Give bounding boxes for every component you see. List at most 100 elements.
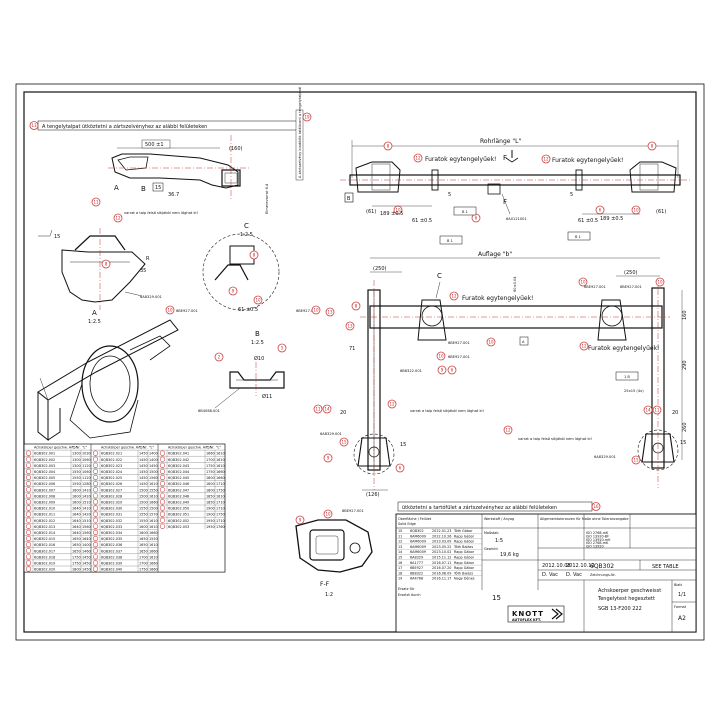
- table-cell: 6QB302.002: [34, 458, 55, 462]
- svg-text:ütköztetni a tartófület a zárt: ütköztetni a tartófület a zártszelvényhe…: [402, 504, 557, 511]
- table-cell: 6QB302.027: [101, 488, 122, 492]
- table-cell: 1450: [139, 452, 148, 456]
- table-cell: 1120: [82, 464, 91, 468]
- svg-text:15: 15: [492, 594, 501, 602]
- svg-text:Furatok egytengelyűek!: Furatok egytengelyűek!: [552, 157, 623, 164]
- svg-text:Solid Edge: Solid Edge: [398, 522, 416, 526]
- svg-text:Werkstoff / Anyag: Werkstoff / Anyag: [484, 517, 514, 521]
- table-cell: 6QB302.042: [168, 458, 189, 462]
- svg-text:6BE927.001: 6BE927.001: [176, 309, 198, 313]
- table-cell: 6QB302.004: [34, 470, 55, 474]
- table-cell: 1550: [72, 476, 81, 480]
- svg-text:6BE927.001: 6BE927.001: [342, 509, 364, 513]
- svg-text:189 ±0.5: 189 ±0.5: [600, 216, 623, 222]
- revision-cell: 13: [398, 545, 402, 549]
- revision-cell: Nagy Dénes: [454, 577, 475, 581]
- svg-text:varrat a talp felső síkjából n: varrat a talp felső síkjából nem lóghat …: [518, 437, 592, 441]
- svg-text:10: 10: [580, 280, 586, 285]
- revision-cell: 14: [398, 550, 402, 554]
- table-cell: 6QB302.013: [34, 525, 55, 529]
- parts-table: Achskörper geschw. Art. Nr."b""L"6QB302.…: [23, 443, 226, 573]
- table-cell: 1640: [72, 525, 81, 529]
- svg-text:2012.10.08: 2012.10.08: [542, 563, 571, 569]
- revision-cell: Rapp Gábor: [454, 534, 475, 538]
- revision-cell: 6AM6009: [410, 550, 426, 554]
- svg-text:6: 6: [599, 208, 602, 213]
- svg-text:D. Vac: D. Vac: [542, 572, 558, 578]
- table-cell: 1450: [82, 555, 91, 559]
- svg-text:KNOTT: KNOTT: [512, 610, 544, 618]
- table-cell: 1560: [82, 525, 91, 529]
- table-cell: 1550: [72, 482, 81, 486]
- svg-text:6B4068.001: 6B4068.001: [198, 409, 220, 413]
- table-cell: 1550: [149, 537, 158, 541]
- table-cell: 1420: [82, 513, 91, 517]
- table-cell: 6QB302.038: [101, 555, 122, 559]
- svg-text:11: 11: [654, 408, 660, 413]
- svg-text:6: 6: [475, 216, 478, 221]
- svg-text:8: 8: [105, 262, 108, 267]
- svg-text:36.7: 36.7: [168, 192, 179, 198]
- table-cell: 1650: [72, 549, 81, 553]
- table-cell: 6QB302.008: [34, 494, 55, 498]
- revision-cell: Rapp Gábor: [454, 566, 475, 570]
- svg-text:12: 12: [451, 294, 457, 299]
- table-header: Achskörper geschw. Art. Nr.: [168, 445, 215, 449]
- svg-text:20: 20: [340, 410, 346, 416]
- table-cell: 1750: [206, 470, 215, 474]
- svg-text:6QB302: 6QB302: [590, 563, 614, 570]
- table-cell: 6QB302.009: [34, 501, 55, 505]
- table-cell: 6QB302.030: [101, 507, 122, 511]
- table-cell: 1700: [206, 458, 215, 462]
- table-cell: 1900: [206, 513, 215, 517]
- table-cell: 1500: [139, 494, 148, 498]
- table-cell: 6QB302.033: [101, 525, 122, 529]
- table-cell: 6QB302.043: [168, 464, 189, 468]
- table-cell: 1710: [216, 501, 225, 505]
- table-cell: 1700: [139, 562, 148, 566]
- table-cell: 6QB302.031: [101, 513, 122, 517]
- svg-text:6A0121001: 6A0121001: [506, 217, 527, 221]
- revision-cell: 6A1777: [410, 561, 423, 565]
- note-text: A tengelytalpat ütköztetni a zártszelvén…: [42, 123, 207, 130]
- table-cell: 1560: [82, 531, 91, 535]
- svg-text:Ø10: Ø10: [254, 355, 264, 362]
- table-cell: 6QB302.012: [34, 519, 55, 523]
- table-cell: 1600: [72, 494, 81, 498]
- svg-text:9: 9: [232, 289, 235, 294]
- svg-text:varrat a talp felső síkjából n: varrat a talp felső síkjából nem lóghat …: [124, 211, 198, 215]
- svg-text:Ersetzt durch: Ersetzt durch: [398, 593, 421, 597]
- svg-text:10: 10: [488, 340, 494, 345]
- svg-text:F-F: F-F: [320, 581, 330, 588]
- svg-text:19,6 kg: 19,6 kg: [500, 552, 519, 558]
- table-cell: 1900: [206, 507, 215, 511]
- table-cell: 1640: [82, 537, 91, 541]
- front-view: Auflage "b" (250) (250) 60±0.04 160 290 …: [313, 251, 688, 498]
- svg-text:(250): (250): [624, 270, 637, 276]
- table-cell: 1500: [139, 488, 148, 492]
- svg-text:260: 260: [682, 422, 688, 432]
- table-cell: 1760: [216, 525, 225, 529]
- table-cell: 1750: [139, 568, 148, 572]
- revision-cell: 2022.01.23: [432, 529, 451, 533]
- svg-text:12: 12: [415, 156, 421, 161]
